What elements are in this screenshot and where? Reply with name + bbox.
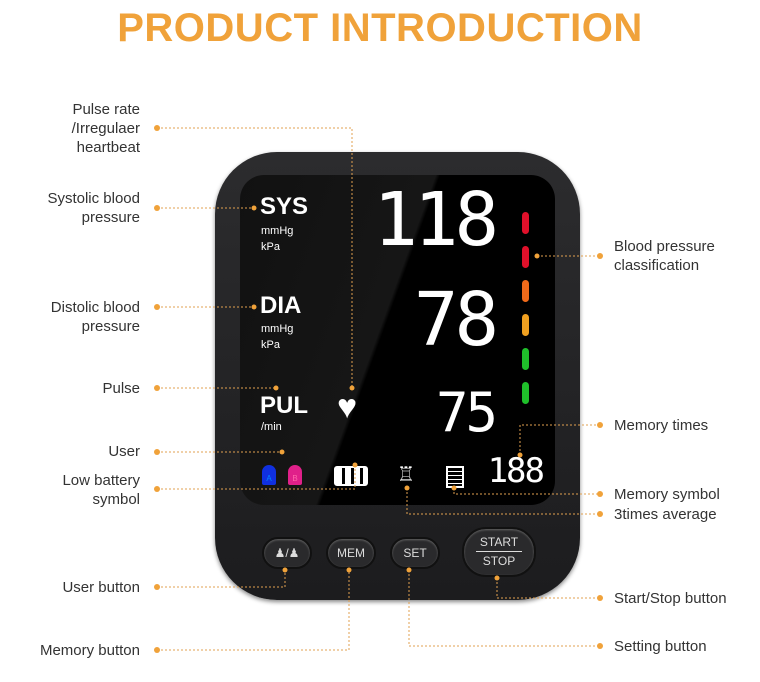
dia-value: 78: [413, 277, 499, 363]
label-memory-symbol: Memory symbol: [614, 486, 720, 503]
classification-bar: [522, 348, 529, 370]
pul-value: 75: [435, 381, 498, 444]
start-stop-button[interactable]: START STOP: [462, 527, 536, 577]
memory-count: 188: [487, 451, 545, 491]
classification-bar: [522, 212, 529, 234]
sys-unit-kpa: kPa: [261, 241, 280, 253]
user-b-icon: B: [288, 465, 302, 485]
classification-bar: [522, 280, 529, 302]
label-low-battery: Low battery symbol: [62, 472, 140, 508]
heartbeat-icon: ♥: [337, 388, 358, 426]
label-setting: Setting button: [614, 638, 707, 655]
label-diastolic: Distolic blood pressure: [50, 299, 140, 335]
stop-label: STOP: [482, 554, 516, 568]
label-user: User: [108, 443, 140, 460]
label-user-button: User button: [62, 579, 140, 596]
sys-unit-mmhg: mmHg: [261, 225, 294, 237]
user-a-icon: A: [262, 465, 276, 485]
label-average: 3times average: [614, 506, 717, 523]
dia-label: DIA: [260, 292, 302, 319]
label-classification: Blood pressure classification: [614, 238, 715, 274]
average-icon: ♖: [397, 464, 415, 486]
lcd-screen: [240, 175, 555, 505]
pul-label: PUL: [260, 392, 308, 419]
start-label: START: [476, 535, 522, 552]
classification-bar: [522, 314, 529, 336]
label-memory-button: Memory button: [39, 642, 140, 659]
label-pulse-rate: Pulse rate /Irregulaer heartbeat: [71, 101, 140, 156]
classification-bar: [522, 382, 529, 404]
sys-label: SYS: [260, 193, 309, 220]
user-button[interactable]: ♟/♟: [262, 537, 312, 569]
label-pulse: Pulse: [102, 380, 140, 397]
dia-unit-kpa: kPa: [261, 339, 280, 351]
classification-bar: [522, 246, 529, 268]
label-memory-times: Memory times: [614, 417, 709, 434]
label-start-stop: Start/Stop button: [614, 590, 727, 607]
battery-icon: [334, 466, 368, 486]
pul-unit: /min: [261, 421, 282, 433]
set-button[interactable]: SET: [390, 537, 440, 569]
memory-button[interactable]: MEM: [326, 537, 376, 569]
label-systolic: Systolic blood pressure: [47, 190, 140, 226]
page-title: PRODUCT INTRODUCTION: [117, 6, 643, 50]
sys-value: 118: [373, 177, 499, 263]
dia-unit-mmhg: mmHg: [261, 323, 294, 335]
